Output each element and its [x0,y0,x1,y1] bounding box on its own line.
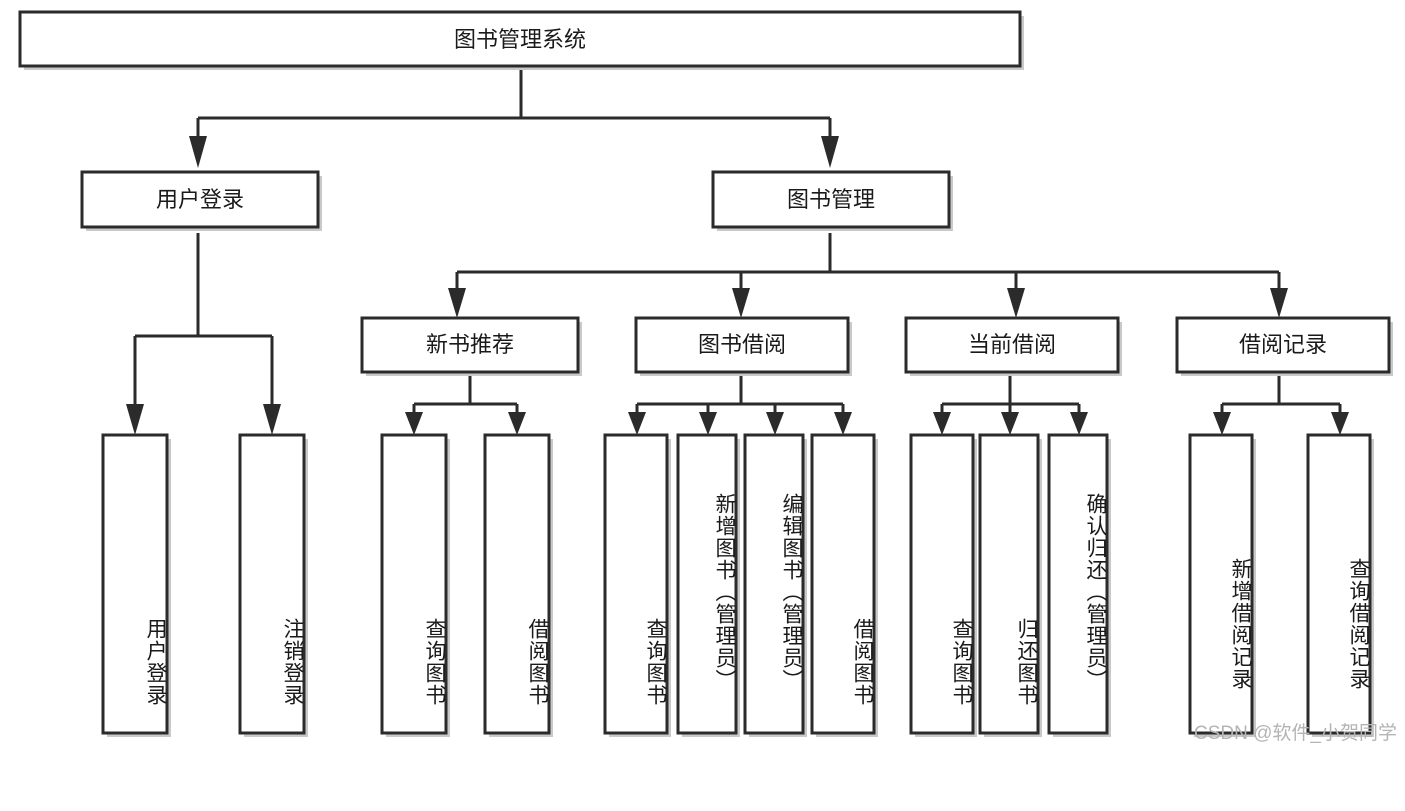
node-leaf-logout[interactable] [238,433,308,737]
node-user-login-label: 用户登录 [156,187,244,212]
arrow-head-current-borrow [1007,288,1025,318]
node-new-book-recommend-label: 新书推荐 [426,332,514,357]
node-book-borrow-label: 图书借阅 [698,332,786,357]
arrow-head-leaf-edit-book [766,412,784,435]
arrow-head-book-borrow [732,288,750,318]
node-book-borrow-box[interactable] [634,316,850,374]
node-root-label: 图书管理系统 [454,27,586,52]
node-leaf-user-login-box[interactable] [101,433,169,735]
node-leaf-logout-box[interactable] [238,433,306,735]
node-leaf-borrow-book-1-box[interactable] [483,433,551,735]
node-root[interactable]: 图书管理系统 [18,10,1024,70]
node-leaf-return-book[interactable] [978,433,1042,737]
node-user-login[interactable]: 用户登录 [80,170,322,231]
node-leaf-add-book-box[interactable] [676,433,738,735]
node-leaf-query-record[interactable] [1306,433,1374,737]
node-current-borrow[interactable]: 当前借阅 [904,316,1122,376]
arrow-head-leaf-return-book [1001,412,1019,435]
node-leaf-query-book-3-box[interactable] [909,433,975,735]
arrow-head-leaf-add-record [1213,412,1231,435]
arrow-head-borrow-record [1270,288,1288,318]
arrow-head-leaf-confirm-return [1070,412,1088,435]
node-new-book-recommend-box[interactable] [360,316,580,374]
arrow-head-leaf-query-book-3 [933,412,951,435]
node-leaf-confirm-return-box[interactable] [1047,433,1109,735]
node-leaf-borrow-book-2[interactable] [810,433,878,737]
connector-user-login-to-leaves [126,233,281,435]
arrow-head-book-management [821,136,839,168]
diagram-canvas: 图书管理系统 用户登录 图书管理 新书推荐 图书借阅 当前借阅 [18,10,1397,744]
csdn-watermark: CSDN @软件_小贺同学 [1194,723,1397,744]
connector-current-borrow-to-leaves [933,372,1088,435]
arrow-head-leaf-query-book-1 [405,412,423,435]
node-current-borrow-label: 当前借阅 [968,332,1056,357]
node-leaf-confirm-return[interactable] [1047,433,1111,737]
arrow-head-leaf-query-record [1331,412,1349,435]
node-current-borrow-box[interactable] [904,316,1120,374]
node-leaf-edit-book-box[interactable] [743,433,805,735]
node-user-login-box[interactable] [80,170,320,229]
node-book-borrow[interactable]: 图书借阅 [634,316,852,376]
node-leaf-query-book-1[interactable] [380,433,450,737]
connector-book-management-to-level2 [448,233,1288,318]
connector-book-borrow-to-leaves [628,372,852,435]
node-leaf-query-book-2-box[interactable] [603,433,669,735]
connector-borrow-record-to-leaves [1213,372,1349,435]
node-book-management[interactable]: 图书管理 [711,170,953,231]
flowchart-svg: 图书管理系统 用户登录 图书管理 新书推荐 图书借阅 当前借阅 [18,10,1393,737]
node-book-management-box[interactable] [711,170,951,229]
node-leaf-borrow-book-2-box[interactable] [810,433,876,735]
arrow-head-leaf-borrow-book-2 [834,412,852,435]
arrow-head-leaf-borrow-book-1 [508,412,526,435]
node-root-box[interactable] [18,10,1022,68]
node-borrow-record-box[interactable] [1175,316,1391,374]
node-leaf-user-login[interactable] [101,433,171,737]
node-leaf-edit-book[interactable] [743,433,807,737]
connector-root-to-level1 [189,68,839,168]
node-borrow-record-label: 借阅记录 [1239,332,1327,357]
node-leaf-add-record-box[interactable] [1188,433,1254,735]
node-leaf-add-record[interactable] [1188,433,1256,737]
node-leaf-query-record-box[interactable] [1306,433,1372,735]
node-leaf-query-book-2[interactable] [603,433,671,737]
arrow-head-user-login [189,136,207,168]
node-new-book-recommend[interactable]: 新书推荐 [360,316,582,376]
node-leaf-add-book[interactable] [676,433,740,737]
arrow-head-new-book-recommend [448,288,466,318]
node-leaf-query-book-3[interactable] [909,433,977,737]
node-leaf-borrow-book-1[interactable] [483,433,553,737]
node-leaf-return-book-box[interactable] [978,433,1040,735]
arrow-head-leaf-query-book-2 [628,412,646,435]
arrow-head-leaf-add-book [699,412,717,435]
node-book-management-label: 图书管理 [787,187,875,212]
arrow-head-leaf-user-login [126,404,144,435]
node-borrow-record[interactable]: 借阅记录 [1175,316,1393,376]
node-leaf-query-book-1-box[interactable] [380,433,448,735]
arrow-head-leaf-logout [263,404,281,435]
connector-new-book-recommend-to-leaves [405,372,526,435]
